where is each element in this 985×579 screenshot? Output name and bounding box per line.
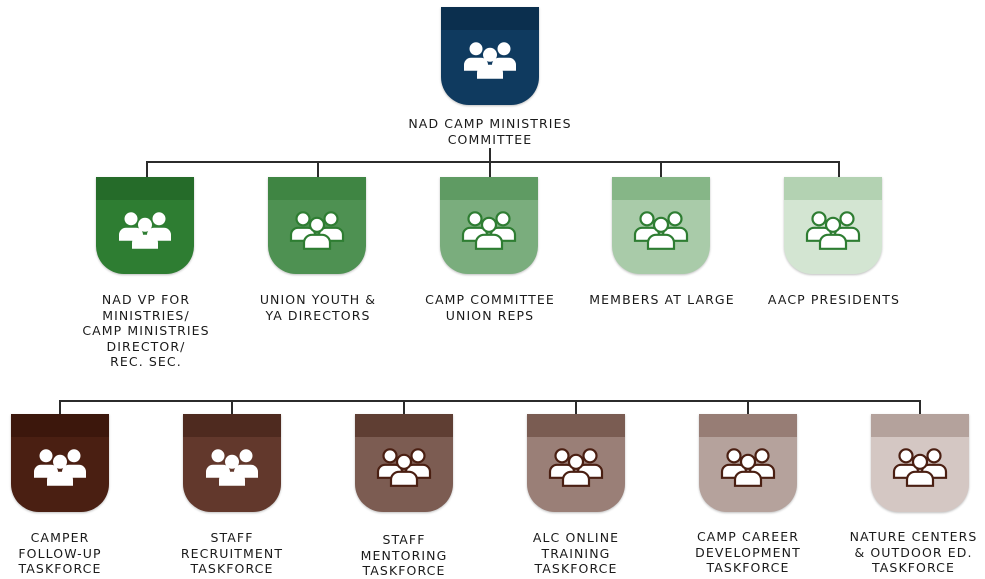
- taskforce-node-4: [527, 414, 625, 512]
- taskforce-node-2: [183, 414, 281, 512]
- connector-taskforce-drop-4: [575, 400, 577, 414]
- committee-label-5: AACP PRESIDENTS: [767, 292, 901, 307]
- group-icon: [891, 444, 949, 492]
- group-icon: [547, 444, 605, 492]
- taskforce-label-2: STAFF RECRUITMENT TASKFORCE: [180, 530, 284, 576]
- taskforce-node-6: [871, 414, 969, 512]
- taskforce-label-1: CAMPER FOLLOW-UP TASKFORCE: [18, 530, 102, 576]
- top-committee-label: NAD CAMP MINISTRIES COMMITTEE: [408, 116, 572, 147]
- taskforce-label-4: ALC ONLINE TRAINING TASKFORCE: [532, 530, 620, 576]
- connector-committee-drop-1: [146, 161, 148, 177]
- connector-committee-drop-2: [317, 161, 319, 177]
- committee-label-4: MEMBERS AT LARGE: [589, 292, 735, 307]
- committee-label-3: CAMP COMMITTEE UNION REPS: [425, 292, 555, 323]
- taskforce-label-6: NATURE CENTERS & OUTDOOR ED. TASKFORCE: [849, 529, 978, 575]
- committee-label-2: UNION YOUTH & YA DIRECTORS: [259, 292, 377, 323]
- taskforce-label-5: CAMP CAREER DEVELOPMENT TASKFORCE: [695, 529, 801, 575]
- taskforce-node-3: [355, 414, 453, 512]
- committee-node-5: [784, 177, 882, 274]
- committee-node-1: [96, 177, 194, 274]
- connector-taskforce-drop-2: [231, 400, 233, 414]
- committee-label-1: NAD VP FOR MINISTRIES/ CAMP MINISTRIES D…: [82, 292, 210, 369]
- group-icon: [804, 206, 862, 254]
- node-band: [441, 7, 539, 30]
- connector-committee-drop-3: [489, 161, 491, 177]
- connector-taskforce-drop-6: [919, 400, 921, 414]
- top-committee-node: [441, 7, 539, 105]
- group-icon: [719, 444, 777, 492]
- connector-committee-drop-4: [660, 161, 662, 177]
- group-icon: [116, 206, 174, 254]
- connector-committee-horizontal: [146, 161, 839, 163]
- group-icon: [31, 444, 89, 492]
- taskforce-node-1: [11, 414, 109, 512]
- group-icon: [632, 206, 690, 254]
- group-icon: [288, 206, 346, 254]
- group-icon: [203, 444, 261, 492]
- connector-taskforce-drop-5: [747, 400, 749, 414]
- group-icon: [375, 444, 433, 492]
- connector-top-vertical: [489, 148, 491, 162]
- taskforce-label-3: STAFF MENTORING TASKFORCE: [360, 532, 448, 578]
- connector-taskforce-drop-3: [403, 400, 405, 414]
- committee-node-4: [612, 177, 710, 274]
- committee-node-3: [440, 177, 538, 274]
- committee-node-2: [268, 177, 366, 274]
- taskforce-node-5: [699, 414, 797, 512]
- group-icon: [461, 37, 519, 85]
- group-icon: [460, 206, 518, 254]
- connector-taskforce-drop-1: [59, 400, 61, 414]
- connector-committee-drop-5: [838, 161, 840, 177]
- connector-taskforce-horizontal: [59, 400, 921, 402]
